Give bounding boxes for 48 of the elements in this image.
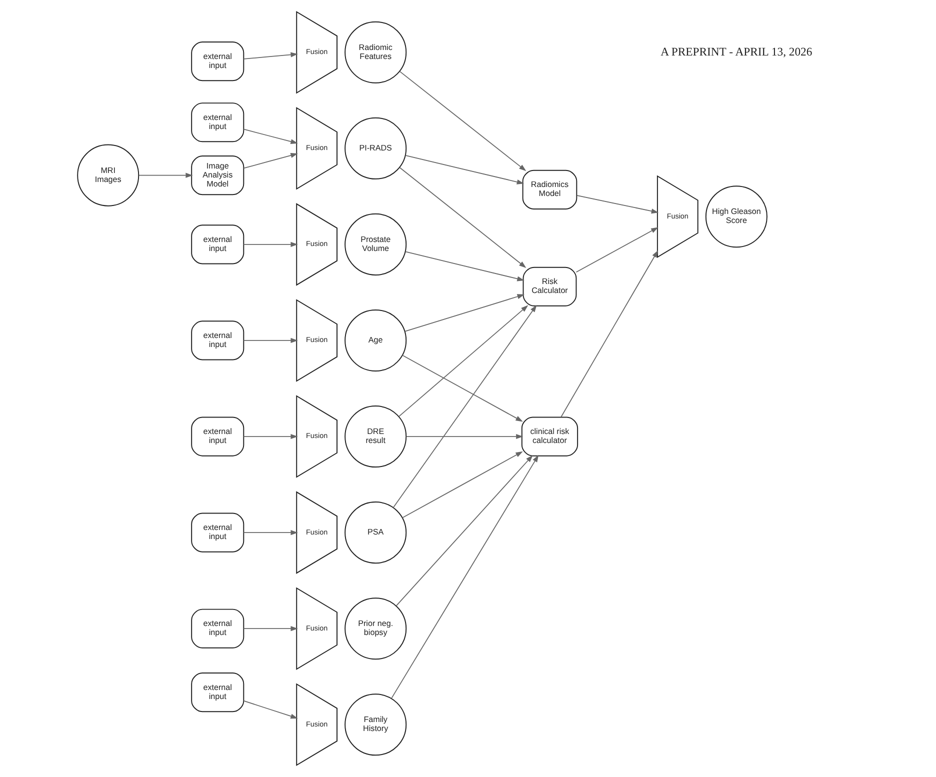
arrow xyxy=(242,242,298,247)
node-box: Radiomics Model xyxy=(522,170,577,210)
arrow xyxy=(398,167,526,268)
node-box: external input xyxy=(190,224,244,264)
arrow xyxy=(138,172,192,178)
arrow xyxy=(242,152,298,169)
node-box: Risk Calculator xyxy=(522,266,576,306)
node-box: external input xyxy=(190,672,244,712)
node-box: Image Analysis Model xyxy=(190,156,244,196)
arrow xyxy=(242,128,298,144)
node-circle: PI-RADS xyxy=(344,117,406,180)
node-circle: Prostate Volume xyxy=(344,213,406,276)
arrow xyxy=(390,454,538,699)
arrow xyxy=(242,626,298,632)
node-circle: PSA xyxy=(344,502,406,564)
node-circle: High Gleason Score xyxy=(704,186,767,248)
node-circle: MRI Images xyxy=(76,144,139,206)
node-box: external input xyxy=(190,42,244,82)
arrow xyxy=(398,70,526,172)
node-circle: DRE result xyxy=(344,406,406,468)
arrow xyxy=(242,434,298,440)
arrow xyxy=(395,455,532,606)
node-circle: Prior neg. biopsy xyxy=(344,598,406,660)
arrow xyxy=(576,194,658,214)
node-box: external input xyxy=(190,102,244,142)
node-box: clinical risk calculator xyxy=(520,416,578,456)
node-box: external input xyxy=(190,608,244,648)
arrow xyxy=(575,227,658,273)
arrow xyxy=(242,700,298,719)
arrow xyxy=(242,52,298,60)
node-circle: Family History xyxy=(344,694,406,756)
node-box: external input xyxy=(190,320,244,360)
node-box: external input xyxy=(190,512,244,552)
arrow xyxy=(401,451,522,518)
arrow xyxy=(242,338,298,343)
arrow xyxy=(404,294,524,332)
node-circle: Radiomic Features xyxy=(344,21,406,84)
node-circle: Age xyxy=(344,309,406,372)
arrow xyxy=(560,250,658,418)
arrow xyxy=(404,155,524,184)
arrow xyxy=(398,305,528,417)
arrow xyxy=(404,251,524,282)
arrow xyxy=(242,530,298,536)
arrow xyxy=(405,434,523,440)
label: A PREPRINT - APRIL 13, 2026 xyxy=(660,45,812,58)
arrow xyxy=(392,304,536,508)
node-box: external input xyxy=(190,416,244,456)
arrow xyxy=(401,354,522,422)
